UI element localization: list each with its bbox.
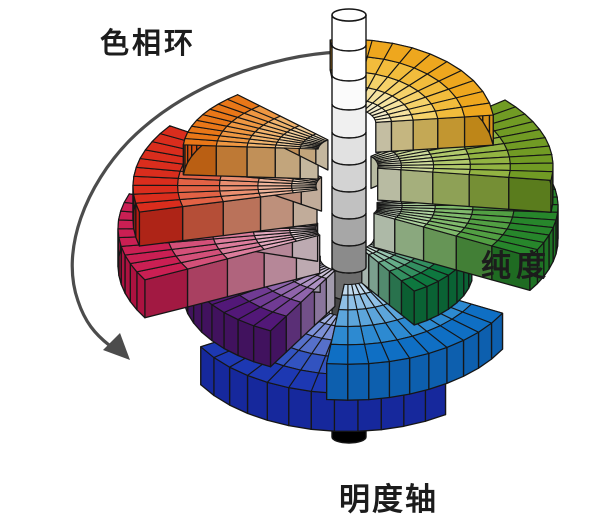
hue-ring-arrow <box>70 50 342 360</box>
hue-fans <box>117 38 559 432</box>
value-axis-label: 明度轴 <box>339 482 438 517</box>
purity-label: 纯度 <box>481 250 551 283</box>
fan-yellow-red <box>182 94 329 180</box>
axis-top-cap <box>331 8 367 22</box>
value-axis-upper <box>331 8 367 274</box>
hue-ring-label: 色相环 <box>100 28 197 60</box>
arrowhead-icon <box>103 333 130 360</box>
